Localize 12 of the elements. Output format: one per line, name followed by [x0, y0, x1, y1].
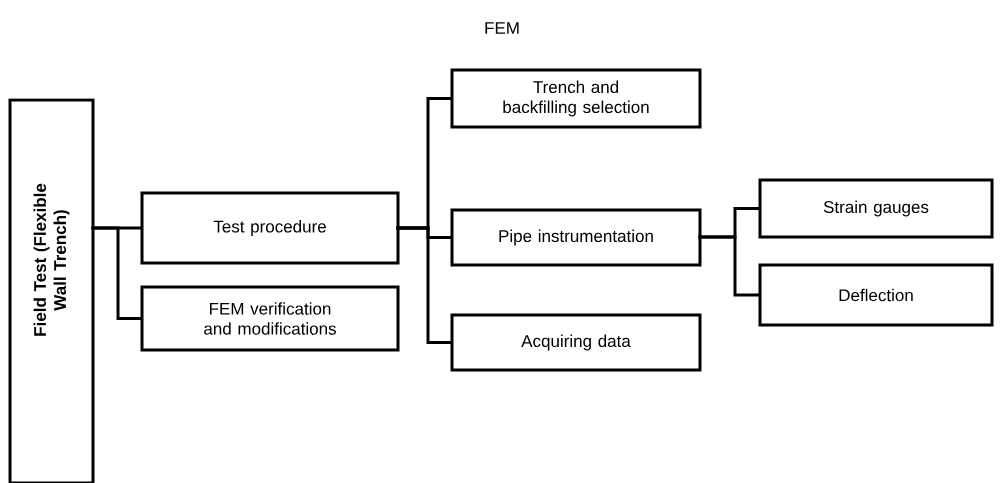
process-box: FEM verification and modifications: [140, 285, 400, 352]
process-box: Strain gauges: [758, 178, 994, 239]
connector-line: [91, 226, 142, 320]
connector-line: [698, 235, 760, 297]
process-box: Acquiring data: [450, 313, 702, 372]
process-box: Pipe instrumentation: [450, 208, 702, 267]
process-box: Deflection: [758, 263, 994, 327]
process-box: Field Test (Flexible Wall Trench): [8, 98, 95, 483]
connector-line: [396, 226, 452, 344]
title: FEM: [485, 22, 519, 34]
process-box: Test procedure: [140, 191, 400, 265]
process-box: Trench and backfilling selection: [450, 68, 702, 129]
